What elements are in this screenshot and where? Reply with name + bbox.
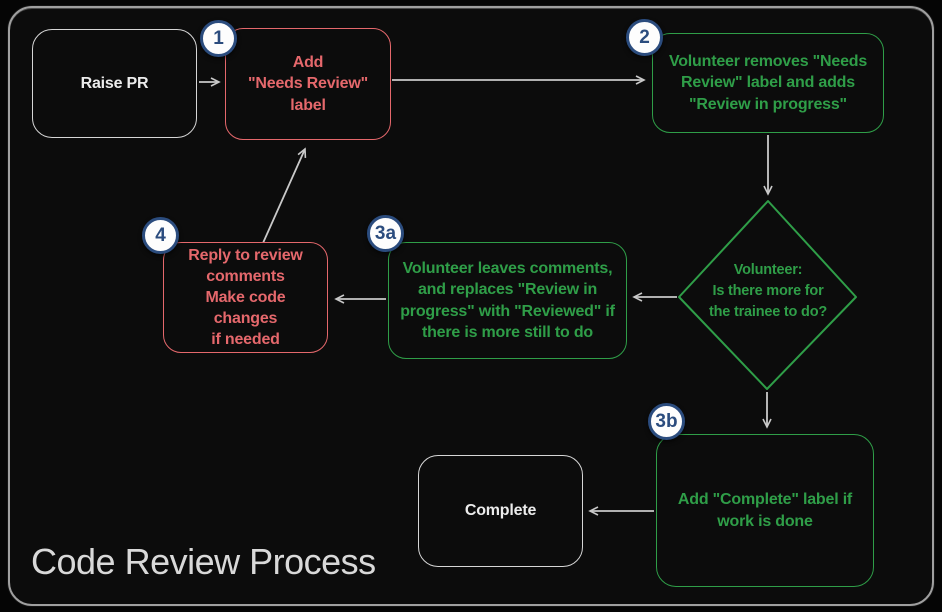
node-leave-comments: Volunteer leaves comments, and replaces … — [388, 242, 627, 359]
node-reply-comments: Reply to review comments Make code chang… — [163, 242, 328, 353]
badge-3b: 3b — [648, 403, 685, 440]
node-raise-pr: Raise PR — [32, 29, 197, 138]
badge-2: 2 — [626, 19, 663, 56]
node-complete: Complete — [418, 455, 583, 567]
badge-3a: 3a — [367, 215, 404, 252]
badge-1: 1 — [200, 20, 237, 57]
node-add-needs-review: Add "Needs Review" label — [225, 28, 391, 140]
arrow-reply-comments-to-needs-review — [262, 147, 307, 244]
node-volunteer-removes: Volunteer removes "Needs Review" label a… — [652, 33, 884, 133]
node-add-complete: Add "Complete" label if work is done — [656, 434, 874, 587]
decision-diamond-shape — [678, 200, 857, 390]
node-decision-label: Volunteer: Is there more for the trainee… — [708, 262, 828, 321]
badge-4: 4 — [142, 217, 179, 254]
diagram-title: Code Review Process — [31, 541, 376, 582]
